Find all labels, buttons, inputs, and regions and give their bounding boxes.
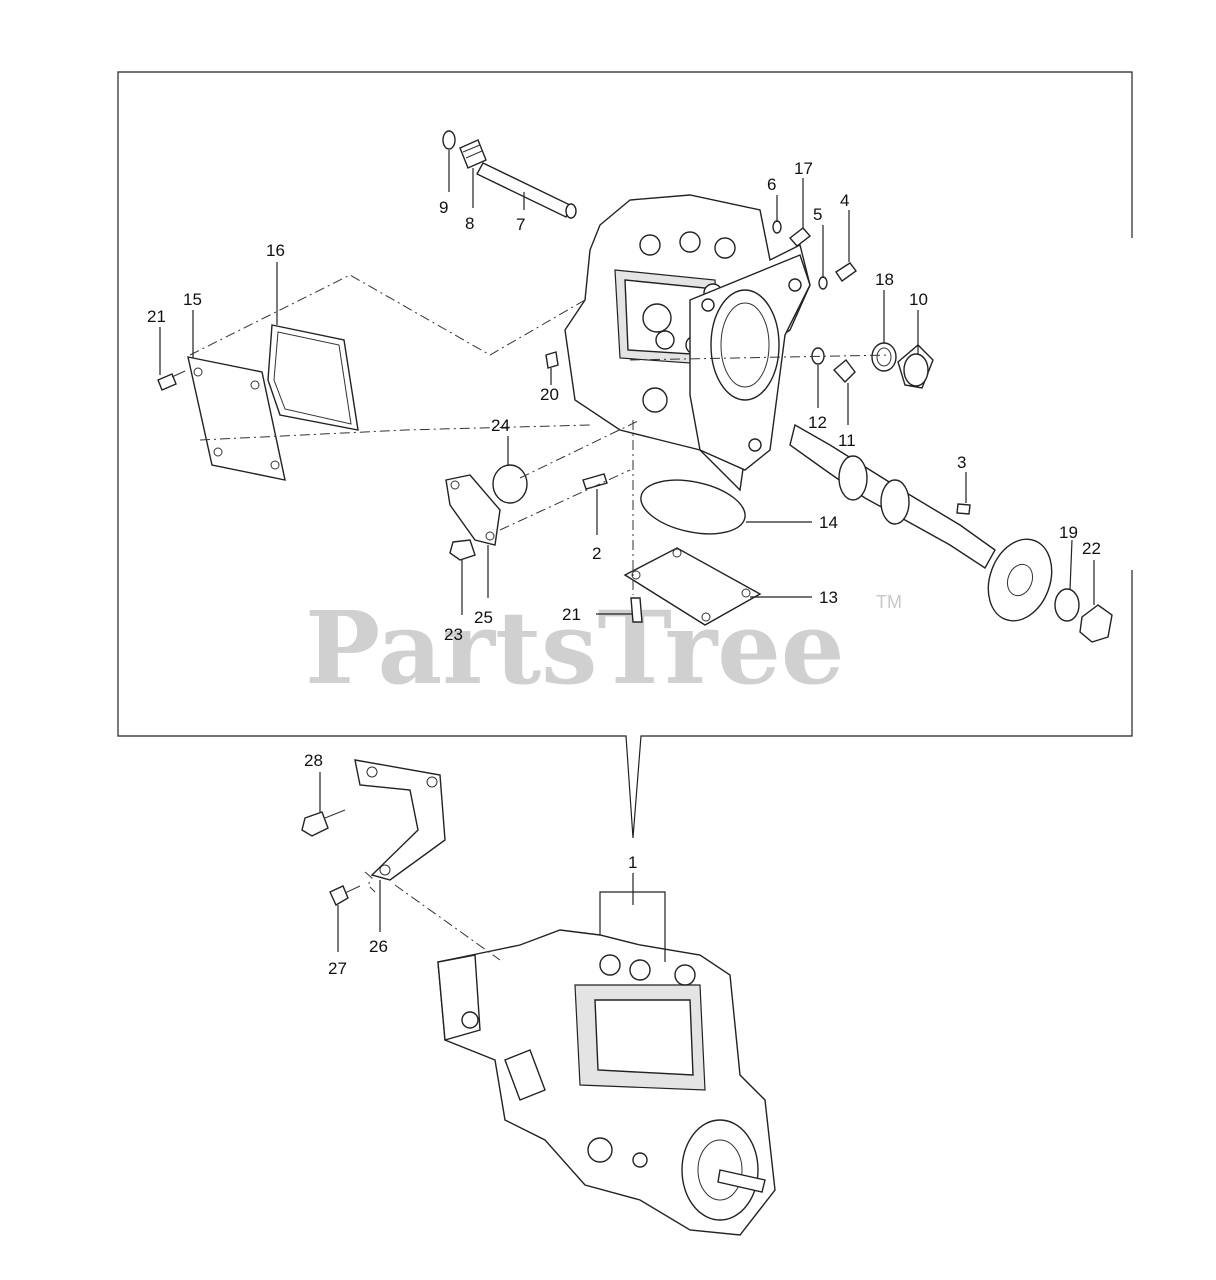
callout-3: 3 (957, 453, 966, 472)
part-21-screw-a (157, 370, 186, 391)
leader-lines (159, 150, 1095, 962)
part-10-plug (897, 344, 934, 389)
callout-17: 17 (794, 159, 813, 178)
part-6-washer (772, 220, 782, 234)
callout-25: 25 (474, 608, 493, 627)
part-4-fitting (835, 262, 857, 282)
part-5-washer (818, 276, 828, 290)
part-15-cover (187, 356, 286, 481)
callout-8: 8 (465, 214, 474, 233)
callout-15: 15 (183, 290, 202, 309)
callout-1: 1 (628, 853, 637, 872)
part-11-plug (832, 358, 856, 384)
part-8-valve (459, 139, 487, 169)
callout-28: 28 (304, 751, 323, 770)
part-19-washer (1054, 588, 1080, 622)
callout-2: 2 (592, 544, 601, 563)
pump-housing (564, 194, 811, 492)
callout-20: 20 (540, 385, 559, 404)
callout-14: 14 (819, 513, 838, 532)
camshaft (789, 423, 996, 569)
callout-16: 16 (266, 241, 285, 260)
part-20-key (545, 351, 559, 369)
callout-11: 11 (838, 431, 856, 450)
assembly-lines-lower (364, 871, 501, 961)
callout-24: 24 (491, 416, 510, 435)
coupling-flange (987, 538, 1053, 622)
callout-labels: 9 8 7 6 17 5 4 18 10 12 11 3 14 19 22 13… (147, 159, 1101, 978)
part-3-key (956, 503, 971, 515)
part-9-washer (442, 130, 456, 150)
callout-26: 26 (369, 937, 388, 956)
watermark-tm: TM (876, 592, 902, 612)
injection-pump-assembly (437, 929, 776, 1236)
part-21-screw-b (630, 597, 643, 623)
watermark: PartsTree TM (305, 589, 902, 707)
callout-22: 22 (1082, 539, 1101, 558)
part-24-oring (492, 464, 528, 504)
bracket-26 (354, 759, 446, 881)
callout-23: 23 (444, 625, 463, 644)
callout-13: 13 (819, 588, 838, 607)
callout-19: 19 (1059, 523, 1078, 542)
part-23-nut (449, 539, 476, 561)
detail-frame (117, 71, 1133, 839)
watermark-text: PartsTree (305, 589, 845, 707)
callout-27: 27 (328, 959, 347, 978)
part-2-pin (582, 473, 608, 490)
part-22-nut (1079, 604, 1113, 643)
part-13-plate (623, 547, 762, 626)
callout-10: 10 (909, 290, 928, 309)
callout-18: 18 (875, 270, 894, 289)
part-14-oring (640, 479, 746, 535)
callout-7: 7 (516, 215, 525, 234)
part-25-plate (445, 474, 501, 546)
part-28-bolt (301, 809, 346, 837)
part-27-bolt (329, 885, 361, 906)
callout-21-upper: 21 (147, 307, 166, 326)
callout-21-lower: 21 (562, 605, 581, 624)
part-17-fitting (788, 227, 812, 247)
callout-5: 5 (813, 205, 822, 224)
callout-12: 12 (808, 413, 827, 432)
part-16-gasket (267, 324, 359, 431)
callout-4: 4 (840, 191, 849, 210)
part-18-gasket (871, 342, 897, 372)
assembly-lines-upper (189, 274, 891, 595)
callout-6: 6 (767, 175, 776, 194)
part-7-tube (476, 162, 577, 219)
callout-9: 9 (439, 198, 448, 217)
